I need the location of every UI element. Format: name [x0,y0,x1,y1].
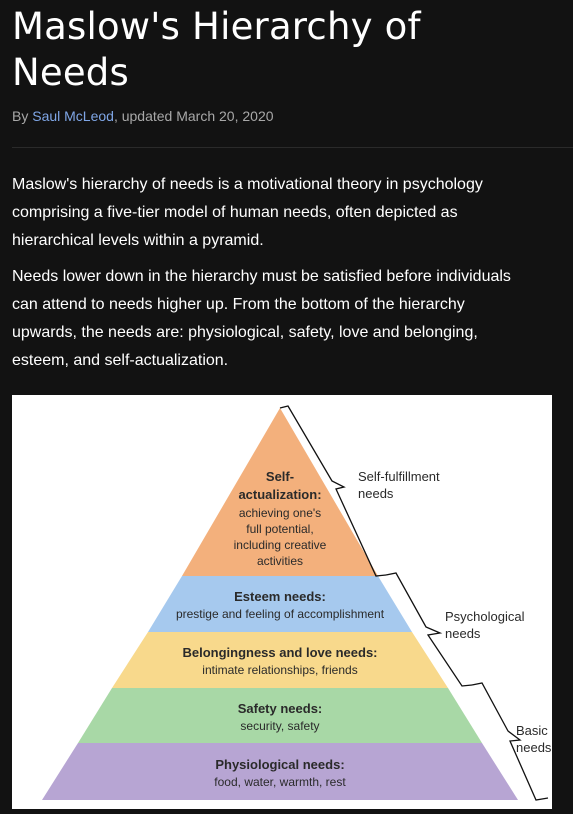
tier-desc: including creative [234,538,327,552]
intro-paragraph: Maslow's hierarchy of needs is a motivat… [12,171,561,255]
divider [12,147,573,148]
tier-physiological [42,743,518,800]
tier-title: actualization: [238,487,321,502]
byline-prefix: By [12,108,33,124]
tier-title: Self- [266,469,294,484]
author-link[interactable]: Saul McLeod [32,108,114,124]
tier-desc: intimate relationships, friends [202,663,357,677]
tier-title: Belongingness and love needs: [182,645,377,660]
pyramid-figure: Self- actualization: achieving one's ful… [12,395,552,809]
byline-date: , updated March 20, 2020 [113,108,274,124]
title-line-1: Maslow's Hierarchy of [12,5,421,48]
tier-title: Esteem needs: [234,589,326,604]
bracket-basic [471,682,549,801]
paragraph-line: comprising a five-tier model of human ne… [12,204,458,221]
bracket-self-fulfillment [279,405,387,577]
group-label: needs [445,626,481,641]
paragraph-line: esteem, and self-actualization. [12,352,229,369]
page-title: Maslow's Hierarchy of Needs [12,0,561,96]
tier-self-actualization [182,408,378,576]
tier-title: Physiological needs: [215,757,344,772]
paragraph-line: Maslow's hierarchy of needs is a motivat… [12,176,483,193]
tier-safety [78,688,482,743]
tier-desc: full potential, [246,522,313,536]
group-label: Self-fulfillment [358,469,440,484]
title-line-2: Needs [12,51,129,94]
second-paragraph: Needs lower down in the hierarchy must b… [12,263,561,375]
group-label: needs [358,486,394,501]
tier-desc: food, water, warmth, rest [214,775,346,789]
pyramid-diagram: Self- actualization: achieving one's ful… [42,405,552,801]
paragraph-line: can attend to needs higher up. From the … [12,296,465,313]
group-label: needs [516,740,552,755]
tier-desc: prestige and feeling of accomplishment [176,607,385,621]
paragraph-line: Needs lower down in the hierarchy must b… [12,268,511,285]
tier-desc: achieving one's [239,506,321,520]
bracket-psychological [385,572,473,687]
byline: By Saul McLeod, updated March 20, 2020 [12,108,561,124]
group-label: Basic [516,723,548,738]
paragraph-line: upwards, the needs are: physiological, s… [12,324,478,341]
tier-desc: activities [257,554,303,568]
paragraph-line: hierarchical levels within a pyramid. [12,232,264,249]
tier-belongingness [112,632,448,688]
article: Maslow's Hierarchy of Needs By Saul McLe… [0,0,573,375]
group-label: Psychological [445,609,525,624]
tier-esteem [148,576,412,632]
tier-desc: security, safety [240,719,319,733]
tier-title: Safety needs: [238,701,323,716]
